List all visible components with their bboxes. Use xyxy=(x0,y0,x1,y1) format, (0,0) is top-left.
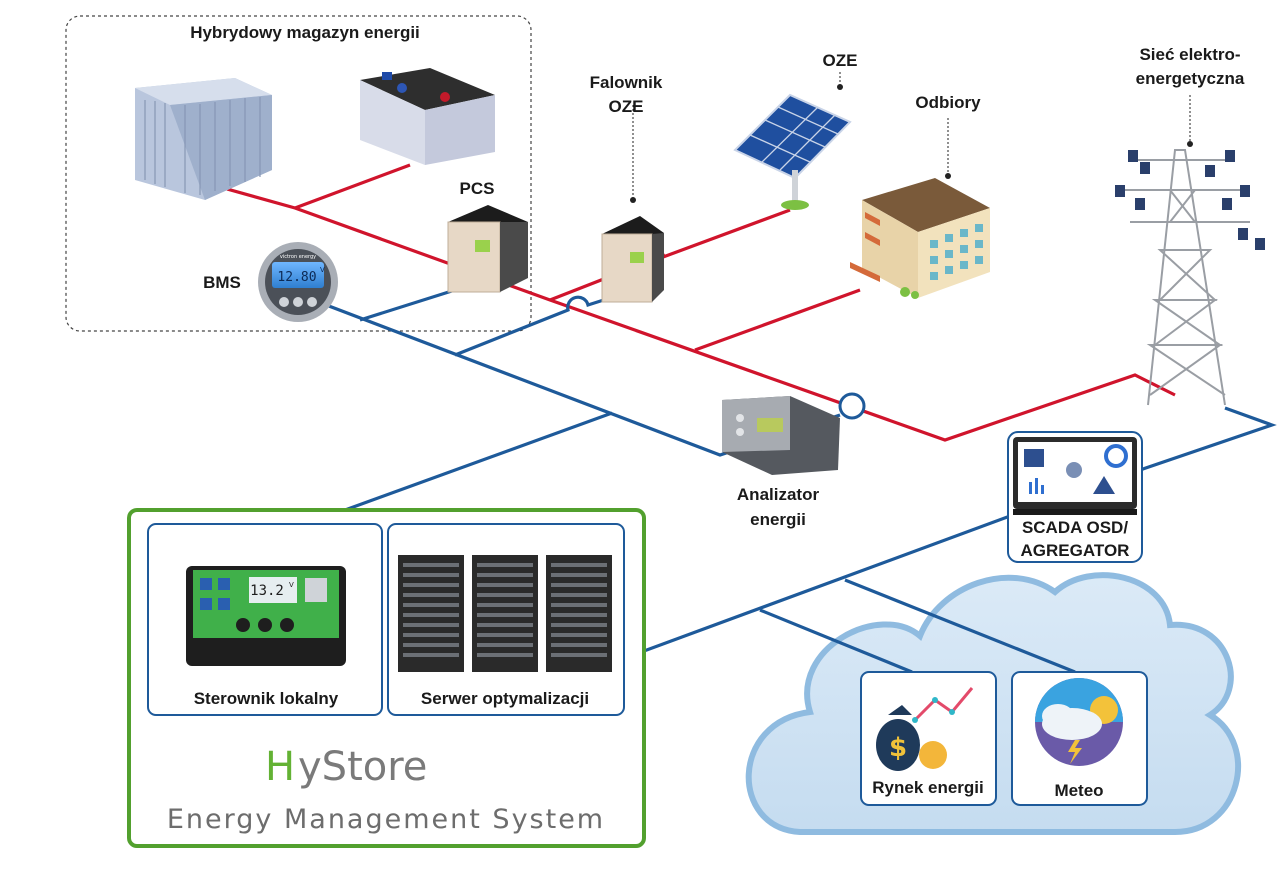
pcs-icon xyxy=(447,205,528,293)
loads-label: Odbiory xyxy=(915,93,981,112)
hybrid-storage-title: Hybrydowy magazyn energii xyxy=(190,23,420,42)
scada-monitor-icon xyxy=(1013,437,1137,515)
optimization-server-label: Serwer optymalizacji xyxy=(421,689,589,708)
pcs-label: PCS xyxy=(460,179,495,198)
inverter-label-1: Falownik xyxy=(590,73,663,92)
controller-reading: 13.2 xyxy=(250,583,284,599)
analyzer-label-2: energii xyxy=(750,510,806,529)
logo-wordmark: yStore xyxy=(298,744,427,790)
scada-label-2: AGREGATOR xyxy=(1021,541,1130,560)
weather-icon xyxy=(1035,678,1123,766)
bms-reading: 12.80 xyxy=(277,270,316,285)
grid-label-1: Sieć elektro- xyxy=(1139,45,1240,64)
local-controller-icon: 13.2 V xyxy=(186,566,346,666)
logo-letter: H xyxy=(265,744,295,790)
local-controller-label: Sterownik lokalny xyxy=(194,689,339,708)
hybrid-storage-frame xyxy=(65,15,532,332)
bms-label: BMS xyxy=(203,273,241,292)
transmission-tower-icon xyxy=(1120,149,1250,406)
energy-market-box xyxy=(860,671,997,806)
data-lines xyxy=(299,282,1277,674)
energy-market-label: Rynek energii xyxy=(872,778,984,797)
controller-unit: V xyxy=(289,581,294,589)
bms-unit: V xyxy=(320,266,325,274)
insulator-icons xyxy=(1115,150,1265,250)
bms-brand: victron energy xyxy=(280,254,316,260)
energy-analyzer-icon xyxy=(722,396,840,475)
inverter-icon xyxy=(601,216,664,303)
analyzer-label-1: Analizator xyxy=(737,485,820,504)
meteo-label: Meteo xyxy=(1054,781,1103,800)
money-bag-icon: $ xyxy=(876,687,974,771)
battery-icon xyxy=(360,68,495,165)
logo-subtitle: Energy Management System xyxy=(167,804,605,835)
bms-monitor-icon: 12.80 V victron energy xyxy=(258,242,338,322)
building-icon xyxy=(850,178,990,299)
container-storage-icon xyxy=(135,78,272,200)
power-lines xyxy=(201,163,1176,442)
inverter-label-2: OZE xyxy=(609,97,644,116)
solar-panel-icon xyxy=(733,93,852,210)
scada-label-1: SCADA OSD/ xyxy=(1022,518,1128,537)
oze-label: OZE xyxy=(823,51,858,70)
hystore-logo: H yStore Energy Management System xyxy=(167,744,605,835)
server-rack-icon xyxy=(398,555,612,672)
grid-label-2: energetyczna xyxy=(1136,69,1245,88)
svg-text:$: $ xyxy=(889,733,907,763)
